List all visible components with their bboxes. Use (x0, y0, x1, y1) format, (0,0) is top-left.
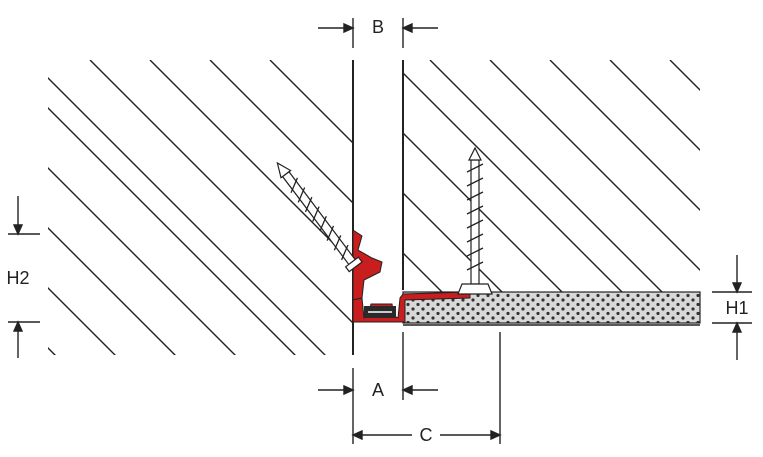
dimension-b (318, 18, 438, 48)
dimension-h1 (712, 255, 752, 360)
left-wall-hatch (48, 60, 353, 355)
right-slab-hatch (403, 60, 700, 292)
dimension-b-label: B (372, 17, 384, 37)
dimension-h1-label: H1 (725, 298, 748, 318)
left-screw-icon (276, 161, 363, 273)
dimension-a (318, 332, 438, 400)
dimension-c (351, 332, 502, 444)
joint-profile (352, 229, 471, 323)
dimension-h2-label: H2 (6, 268, 29, 288)
dimension-h2 (8, 196, 40, 358)
right-screw-icon (457, 146, 493, 295)
dimension-c-label: C (420, 425, 433, 445)
dimension-a-label: A (372, 380, 384, 400)
